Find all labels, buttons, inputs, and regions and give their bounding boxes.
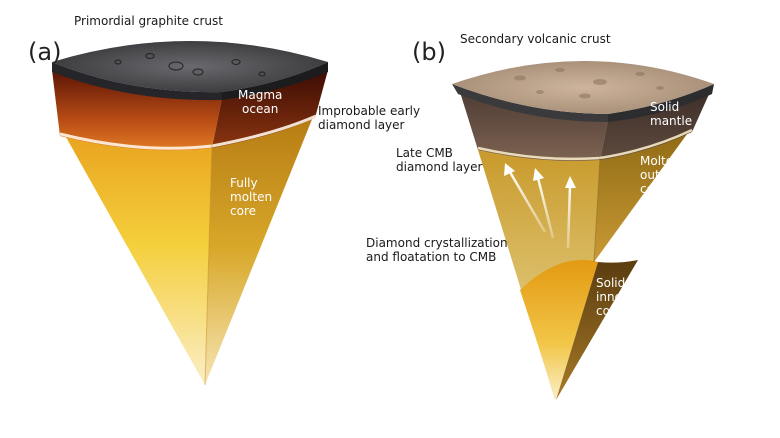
- panel-b-crust-label: Secondary volcanic crust: [460, 32, 611, 46]
- panel-b-mantle-label: Solid mantle: [650, 100, 693, 128]
- panel-b-mantle-side: [600, 92, 710, 160]
- panel-a-tag: (a): [28, 38, 62, 66]
- panel-b-volcanic-crust: [452, 61, 714, 114]
- panel-b-inner-core-front: [520, 259, 598, 400]
- panel-a-core-label: Fully molten core: [230, 176, 273, 218]
- panel-b-floatation-arrows: [504, 163, 576, 249]
- panel-a-core-side: [205, 112, 315, 385]
- panel-a-magma-front: [52, 70, 222, 151]
- panel-b-crust-texture: [514, 68, 664, 99]
- panel-b-crystallization-label: Diamond crystallization and floatation t…: [366, 236, 508, 264]
- panel-b-tag: (b): [412, 38, 446, 66]
- panel-b-cone: [452, 61, 714, 400]
- panel-b-mantle-front: [460, 92, 608, 161]
- panel-b-outer-core-side: [594, 130, 690, 262]
- panel-b-cmb-label: Late CMB diamond layer: [396, 146, 483, 174]
- panel-a-magma-side: [212, 70, 328, 148]
- panel-a-diamond-label: Improbable early diamond layer: [318, 104, 421, 132]
- panel-b-inner-core-label: Solid inner core: [596, 276, 627, 318]
- panel-b-inner-core-side: [556, 260, 638, 400]
- panel-a-magma-label: Magma ocean: [238, 88, 283, 116]
- panel-a-craters: [114, 52, 266, 77]
- panel-a-cone: [52, 41, 328, 386]
- panel-b-outer-core-label: Molten outer core: [640, 154, 681, 196]
- panel-a-crust-label: Primordial graphite crust: [74, 14, 223, 28]
- panel-a-graphite-crust: [52, 41, 328, 93]
- panel-a-core-front: [62, 130, 212, 385]
